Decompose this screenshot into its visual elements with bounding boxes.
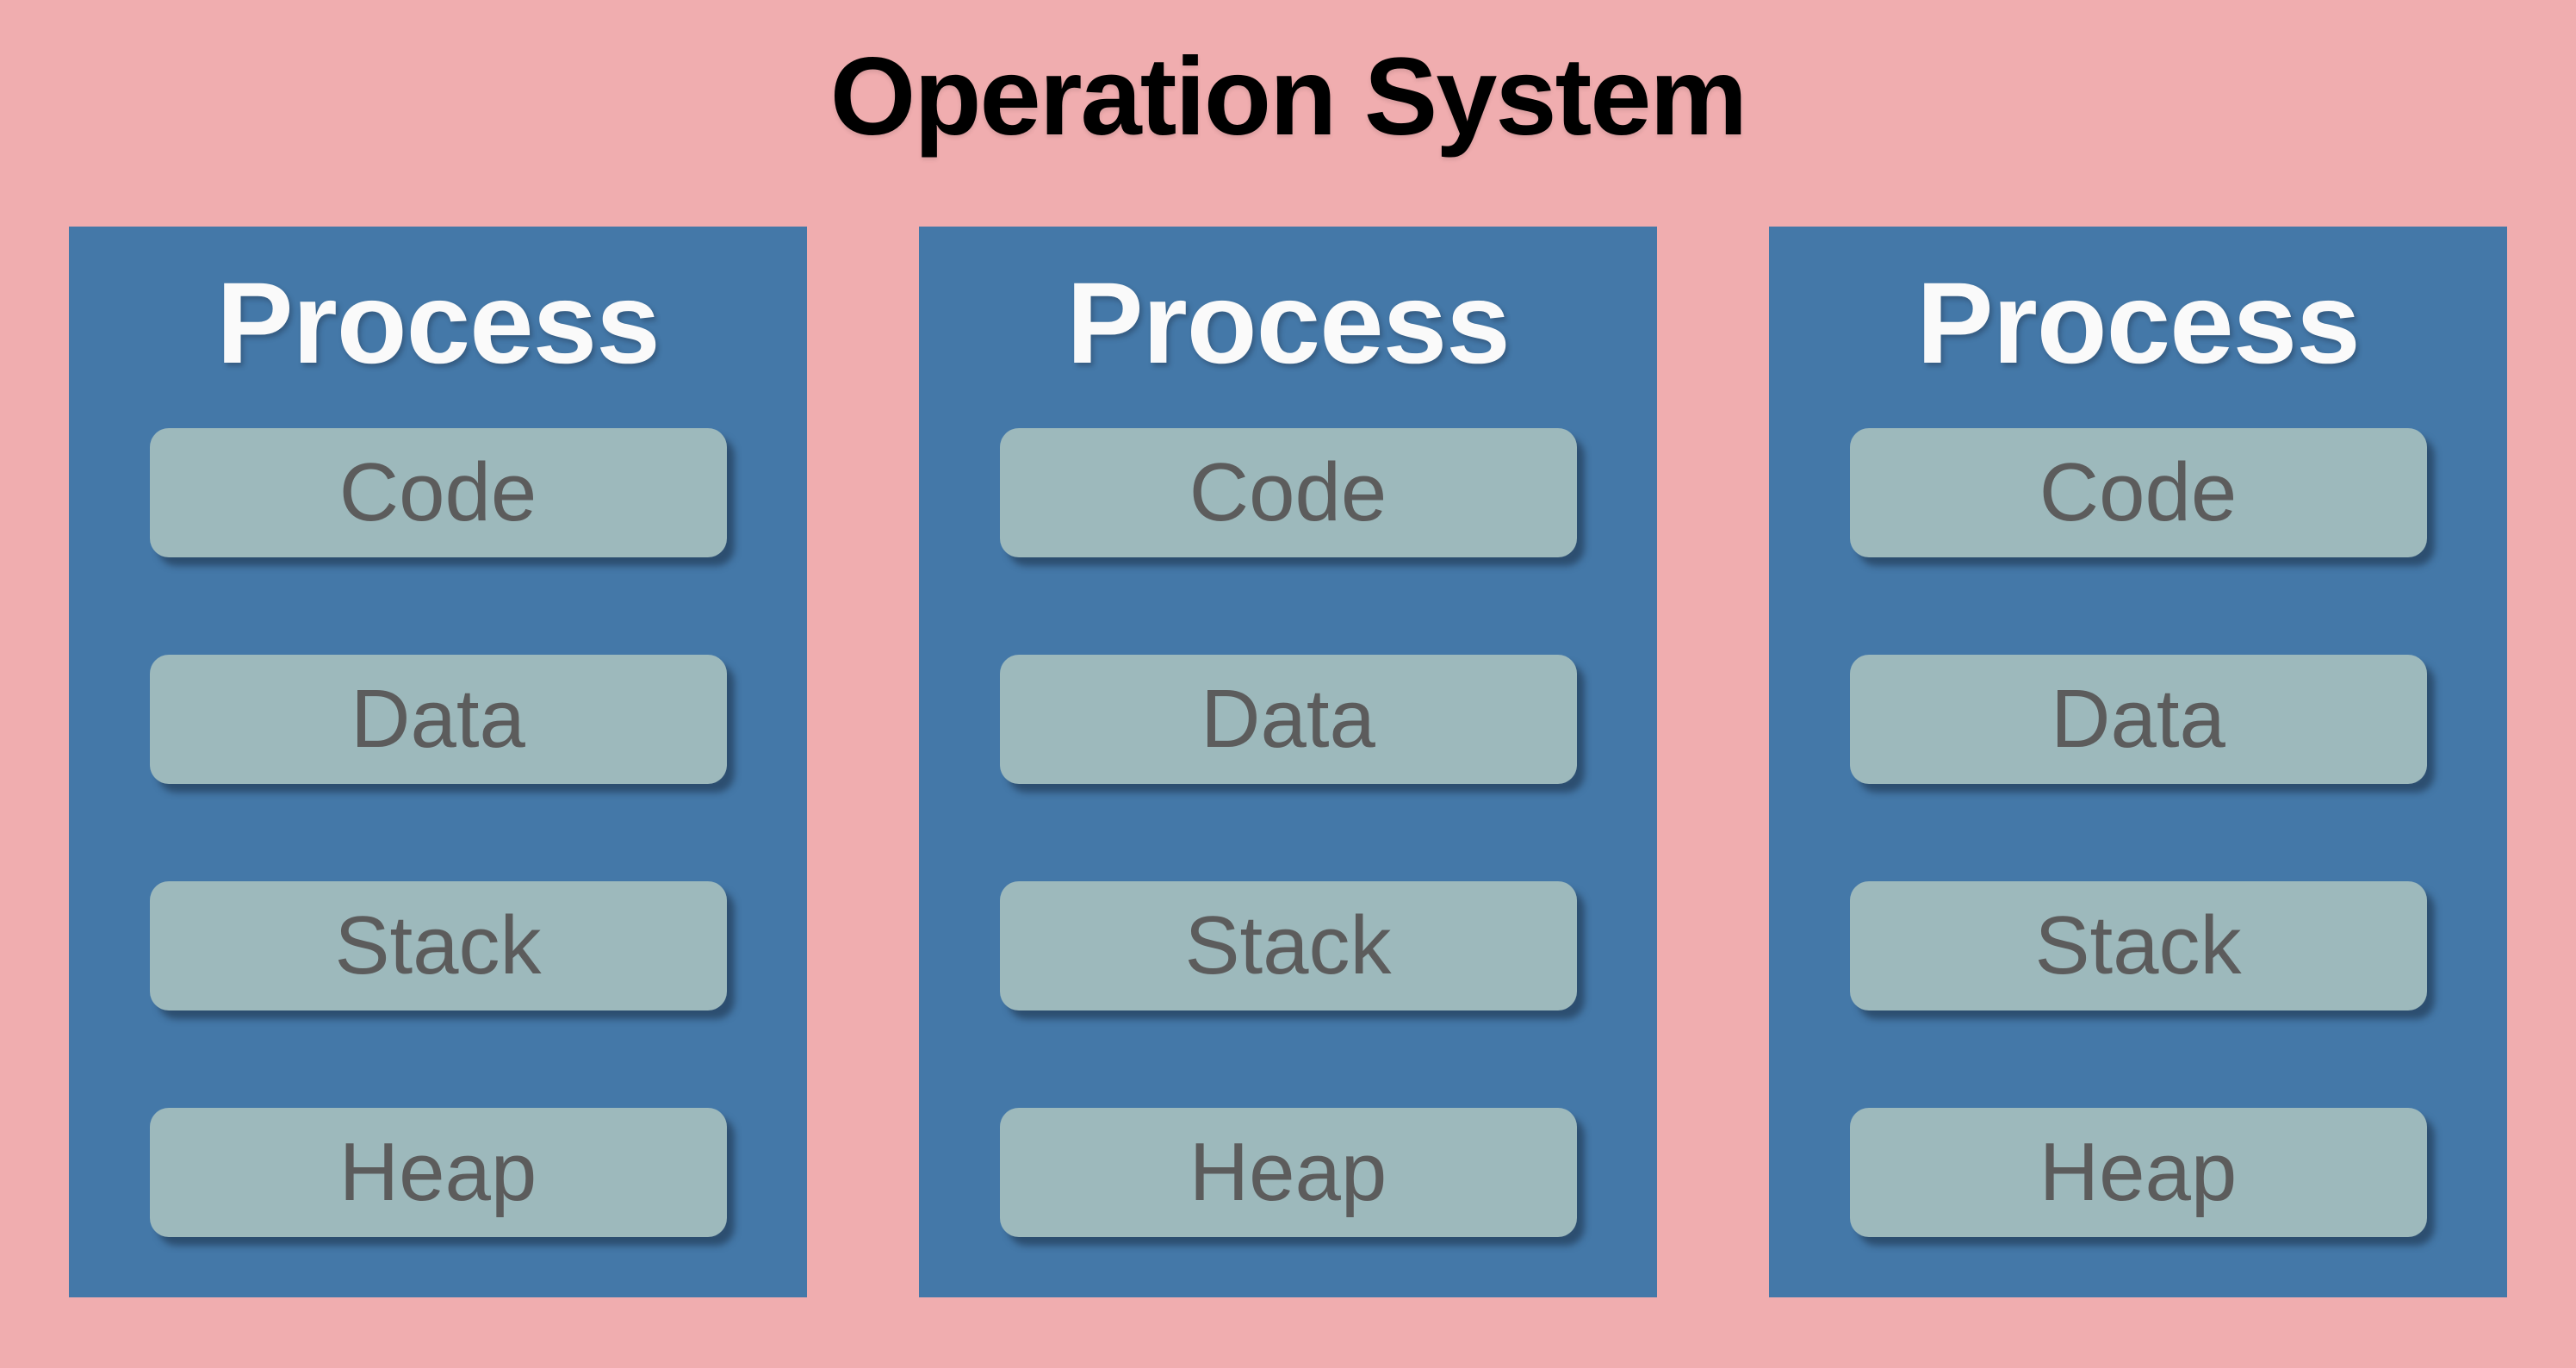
segment-stack: Stack — [149, 881, 727, 1010]
segment-data: Data — [149, 655, 727, 784]
segment-heap: Heap — [149, 1108, 727, 1237]
process-box-2: Process Code Data Stack Heap — [919, 227, 1657, 1297]
process-row: Process Code Data Stack Heap Process Cod… — [0, 227, 2576, 1297]
process-box-1: Process Code Data Stack Heap — [69, 227, 807, 1297]
segment-stack: Stack — [999, 881, 1577, 1010]
process-title: Process — [216, 259, 660, 388]
process-title: Process — [1916, 259, 2360, 388]
process-title: Process — [1066, 259, 1510, 388]
process-box-3: Process Code Data Stack Heap — [1769, 227, 2507, 1297]
segment-stack: Stack — [1849, 881, 2427, 1010]
segment-data: Data — [1849, 655, 2427, 784]
segment-heap: Heap — [1849, 1108, 2427, 1237]
segment-code: Code — [999, 428, 1577, 557]
segment-code: Code — [149, 428, 727, 557]
segment-code: Code — [1849, 428, 2427, 557]
segment-heap: Heap — [999, 1108, 1577, 1237]
segment-data: Data — [999, 655, 1577, 784]
page-title: Operation System — [829, 35, 1747, 159]
